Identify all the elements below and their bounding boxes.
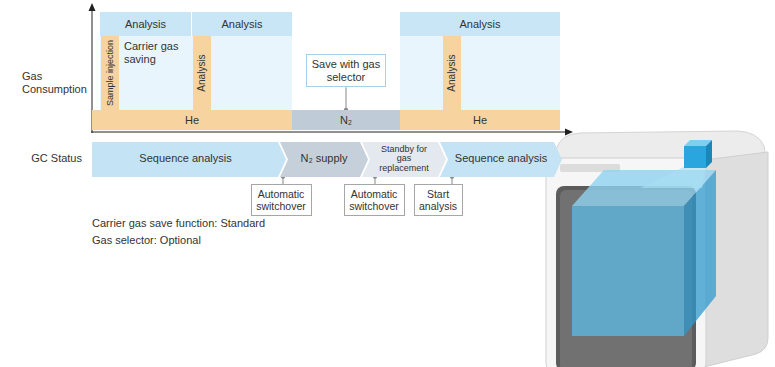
leader-line	[346, 87, 347, 110]
callout-box: Start analysis	[414, 184, 463, 216]
phase-header: Analysis	[100, 12, 191, 36]
injector-front	[684, 146, 706, 168]
oven-volume-side	[684, 170, 716, 336]
event-strip: Sample injection	[101, 36, 119, 110]
callout-box: Automatic switchover	[251, 184, 312, 216]
oven-door	[556, 186, 696, 367]
status-chevron: Sequence analysis	[92, 142, 286, 177]
node-text: Analysis	[447, 54, 457, 91]
status-chevron: N₂ supply	[280, 142, 368, 177]
node-text: Automatic switchover	[349, 188, 399, 212]
event-strip: Analysis	[443, 36, 461, 110]
node-text: He	[473, 114, 487, 126]
phase-header: Analysis	[400, 12, 560, 36]
status-chevron: Standby for gas replacement	[362, 142, 446, 177]
axis-arrowhead	[89, 3, 96, 11]
node-text: N₂	[340, 114, 352, 126]
phase-region	[400, 36, 560, 110]
footnote: Carrier gas save function: Standard	[92, 217, 265, 230]
node-text: Analysis	[460, 18, 501, 30]
phase-note: Carrier gas saving	[124, 40, 190, 66]
node-text: Sample injection	[106, 40, 115, 106]
injector-side	[706, 140, 712, 168]
node-text: Sequence analysis	[455, 153, 547, 165]
phase-region	[100, 36, 292, 110]
callout-box: Save with gas selector	[306, 54, 386, 87]
footnote: Gas selector: Optional	[92, 234, 201, 247]
node-text: He	[185, 114, 199, 126]
chevron-fill	[280, 142, 368, 177]
gas-band: He	[400, 110, 560, 130]
node-text: Analysis	[222, 18, 263, 30]
node-text: Start analysis	[419, 188, 457, 212]
node-text: N₂ supply	[300, 153, 347, 165]
node-text: Automatic switchover	[256, 188, 306, 212]
node-text: Standby for gas replacement	[373, 145, 435, 173]
row-label: GC Status	[14, 152, 82, 165]
node-text: Sequence analysis	[139, 153, 231, 165]
chevron-fill	[92, 142, 286, 177]
x-axis	[91, 132, 566, 133]
node-text: Analysis	[197, 54, 207, 91]
node-text: Save with gas selector	[312, 58, 380, 83]
chevron-fill	[362, 142, 446, 177]
light-beam	[640, 166, 706, 188]
axis-label: Gas Consumption	[22, 70, 90, 96]
chevron-fill	[440, 142, 562, 177]
status-chevron: Sequence analysis	[440, 142, 562, 177]
oven-volume-front	[572, 206, 684, 336]
callout-box: Automatic switchover	[344, 184, 405, 216]
event-strip: Analysis	[193, 36, 211, 110]
gas-band: N₂	[292, 110, 400, 130]
phase-header: Analysis	[192, 12, 292, 36]
node-text: Analysis	[125, 18, 166, 30]
gas-band: He	[92, 110, 292, 130]
oven-door-glass	[560, 190, 692, 367]
